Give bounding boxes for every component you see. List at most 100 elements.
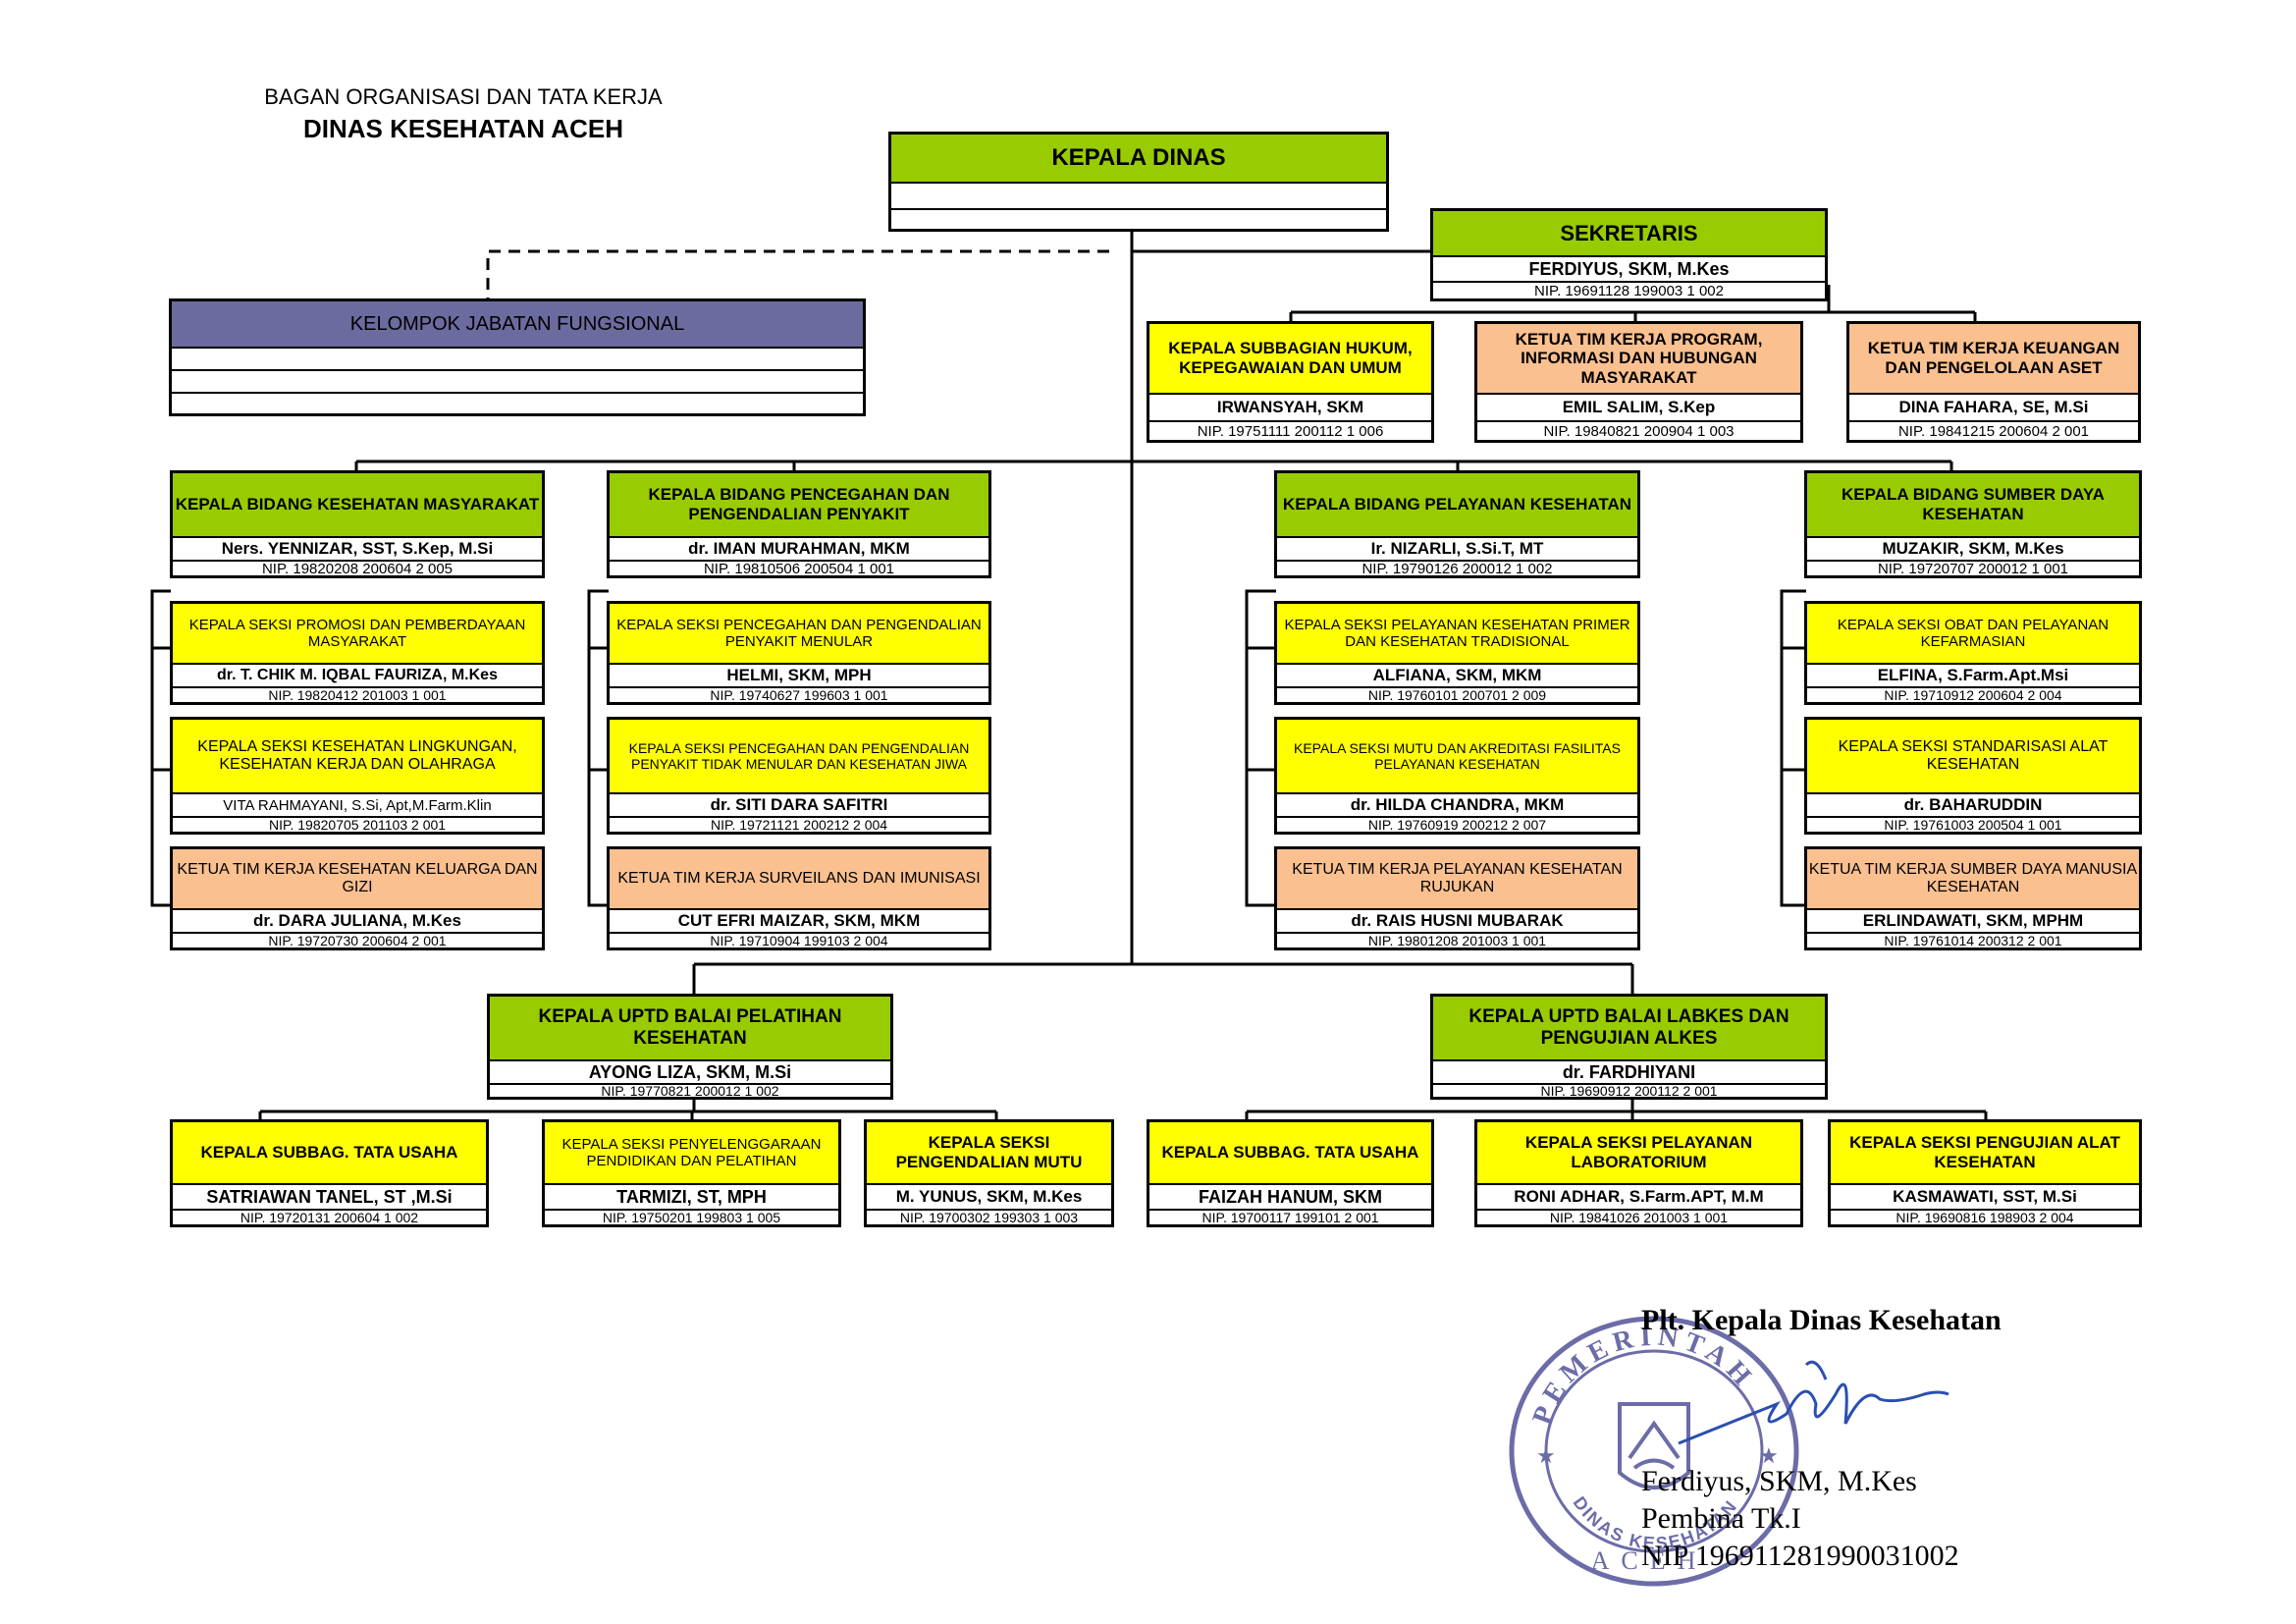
chart-header-line2: DINAS KESEHATAN ACEH — [303, 114, 623, 143]
kepala-dinas-name — [891, 182, 1386, 208]
tim-kesga-box: KETUA TIM KERJA KESEHATAN KELUARGA DAN G… — [170, 846, 545, 950]
uptd1-diklat-name: TARMIZI, ST, MPH — [545, 1183, 838, 1209]
signature-title: Plt. Kepala Dinas Kesehatan — [1641, 1304, 2002, 1336]
jabatan-fungsional-row — [172, 392, 863, 413]
tim-sdmk-box: KETUA TIM KERJA SUMBER DAYA MANUSIA KESE… — [1804, 846, 2142, 950]
jabatan-fungsional-row — [172, 347, 863, 369]
seksi-promkes-name: dr. T. CHIK M. IQBAL FAURIZA, M.Kes — [173, 663, 542, 686]
tim-keuangan-box: KETUA TIM KERJA KEUANGAN DAN PENGELOLAAN… — [1846, 321, 2141, 443]
sekretaris-name: FERDIYUS, SKM, M.Kes — [1433, 255, 1825, 281]
tim-rujukan-name: dr. RAIS HUSNI MUBARAK — [1277, 908, 1637, 932]
jabatan-fungsional-box: KELOMPOK JABATAN FUNGSIONAL — [169, 298, 866, 416]
seksi-p2ptm-box: KEPALA SEKSI PENCEGAHAN DAN PENGENDALIAN… — [607, 717, 991, 835]
bidang-yankes-nip: NIP. 19790126 200012 1 002 — [1277, 560, 1637, 575]
uptd-pelatihan-nip: NIP. 19770821 200012 1 002 — [490, 1083, 890, 1097]
seksi-p2pm-name: HELMI, SKM, MPH — [610, 663, 988, 686]
seksi-mutu-box: KEPALA SEKSI MUTU DAN AKREDITASI FASILIT… — [1274, 717, 1640, 835]
uptd2-uji-name: KASMAWATI, SST, M.Si — [1831, 1183, 2139, 1209]
seksi-alkes-box: KEPALA SEKSI STANDARISASI ALAT KESEHATAN… — [1804, 717, 2142, 835]
tim-rujukan-box: KETUA TIM KERJA PELAYANAN KESEHATAN RUJU… — [1274, 846, 1640, 950]
uptd2-tu-title: KEPALA SUBBAG. TATA USAHA — [1149, 1122, 1431, 1183]
uptd2-lab-box: KEPALA SEKSI PELAYANAN LABORATORIUM RONI… — [1474, 1119, 1803, 1227]
seksi-primer-box: KEPALA SEKSI PELAYANAN KESEHATAN PRIMER … — [1274, 601, 1640, 705]
seksi-promkes-nip: NIP. 19820412 201003 1 001 — [173, 686, 542, 702]
signature-nip: NIP 196911281990031002 — [1641, 1540, 1959, 1572]
tim-program-name: EMIL SALIM, S.Kep — [1477, 393, 1800, 420]
uptd1-mutu-nip: NIP. 19700302 199303 1 003 — [867, 1209, 1111, 1224]
seksi-farmasi-name: ELFINA, S.Farm.Apt.Msi — [1807, 663, 2139, 686]
bidang-sdk-nip: NIP. 19720707 200012 1 001 — [1807, 560, 2139, 575]
seksi-kesling-title: KEPALA SEKSI KESEHATAN LINGKUNGAN, KESEH… — [173, 720, 542, 792]
uptd-labkes-box: KEPALA UPTD BALAI LABKES DAN PENGUJIAN A… — [1430, 994, 1828, 1100]
uptd2-lab-name: RONI ADHAR, S.Farm.APT, M.M — [1477, 1183, 1800, 1209]
uptd2-lab-title: KEPALA SEKSI PELAYANAN LABORATORIUM — [1477, 1122, 1800, 1183]
tim-sdmk-name: ERLINDAWATI, SKM, MPHM — [1807, 908, 2139, 932]
seksi-primer-nip: NIP. 19760101 200701 2 009 — [1277, 686, 1637, 702]
bidang-yankes-name: Ir. NIZARLI, S.Si.T, MT — [1277, 536, 1637, 560]
bidang-p2p-title: KEPALA BIDANG PENCEGAHAN DAN PENGENDALIA… — [610, 473, 988, 536]
stamp-star-left-icon: ★ — [1536, 1443, 1556, 1468]
seksi-alkes-nip: NIP. 19761003 200504 1 001 — [1807, 816, 2139, 832]
tim-kesga-title: KETUA TIM KERJA KESEHATAN KELUARGA DAN G… — [173, 849, 542, 908]
seksi-farmasi-nip: NIP. 19710912 200604 2 004 — [1807, 686, 2139, 702]
tim-keuangan-nip: NIP. 19841215 200604 2 001 — [1849, 420, 2138, 440]
seksi-p2ptm-nip: NIP. 19721121 200212 2 004 — [610, 816, 988, 832]
kepala-dinas-box: KEPALA DINAS — [888, 132, 1389, 232]
uptd2-tu-nip: NIP. 19700117 199101 2 001 — [1149, 1209, 1431, 1224]
tim-rujukan-nip: NIP. 19801208 201003 1 001 — [1277, 932, 1637, 947]
sekretaris-nip: NIP. 19691128 199003 1 002 — [1433, 281, 1825, 298]
stamp-star-right-icon: ★ — [1759, 1443, 1779, 1468]
signature-name: Ferdiyus, SKM, M.Kes — [1641, 1465, 1917, 1497]
seksi-mutu-title: KEPALA SEKSI MUTU DAN AKREDITASI FASILIT… — [1277, 720, 1637, 792]
seksi-p2pm-box: KEPALA SEKSI PENCEGAHAN DAN PENGENDALIAN… — [607, 601, 991, 705]
uptd-pelatihan-title: KEPALA UPTD BALAI PELATIHAN KESEHATAN — [490, 997, 890, 1059]
seksi-promkes-title: KEPALA SEKSI PROMOSI DAN PEMBERDAYAAN MA… — [173, 604, 542, 663]
stamp-bottom-text: ACEH — [1591, 1546, 1708, 1575]
bidang-sdk-title: KEPALA BIDANG SUMBER DAYA KESEHATAN — [1807, 473, 2139, 536]
bidang-kesmas-box: KEPALA BIDANG KESEHATAN MASYARAKAT Ners.… — [170, 470, 545, 578]
seksi-p2ptm-title: KEPALA SEKSI PENCEGAHAN DAN PENGENDALIAN… — [610, 720, 988, 792]
seksi-kesling-name: VITA RAHMAYANI, S.Si, Apt,M.Farm.Klin — [173, 792, 542, 816]
official-stamp: PEMERINTAH DINAS KESEHATAN ACEH ★ ★ — [1509, 1316, 1799, 1587]
uptd1-diklat-box: KEPALA SEKSI PENYELENGGARAAN PENDIDIKAN … — [542, 1119, 841, 1227]
tim-program-nip: NIP. 19840821 200904 1 003 — [1477, 420, 1800, 440]
tim-program-box: KETUA TIM KERJA PROGRAM, INFORMASI DAN H… — [1474, 321, 1803, 443]
uptd1-mutu-title: KEPALA SEKSI PENGENDALIAN MUTU — [867, 1122, 1111, 1183]
tim-kesga-nip: NIP. 19720730 200604 2 001 — [173, 932, 542, 947]
stamp-emblem-icon — [1618, 1402, 1690, 1489]
uptd1-tu-nip: NIP. 19720131 200604 1 002 — [173, 1209, 486, 1224]
uptd1-tu-title: KEPALA SUBBAG. TATA USAHA — [173, 1122, 486, 1183]
uptd-labkes-nip: NIP. 19690912 200112 2 001 — [1433, 1083, 1825, 1097]
uptd2-tu-name: FAIZAH HANUM, SKM — [1149, 1183, 1431, 1209]
seksi-primer-name: ALFIANA, SKM, MKM — [1277, 663, 1637, 686]
uptd1-mutu-name: M. YUNUS, SKM, M.Kes — [867, 1183, 1111, 1209]
seksi-p2pm-title: KEPALA SEKSI PENCEGAHAN DAN PENGENDALIAN… — [610, 604, 988, 663]
seksi-farmasi-title: KEPALA SEKSI OBAT DAN PELAYANAN KEFARMAS… — [1807, 604, 2139, 663]
uptd1-mutu-box: KEPALA SEKSI PENGENDALIAN MUTU M. YUNUS,… — [864, 1119, 1114, 1227]
bidang-kesmas-nip: NIP. 19820208 200604 2 005 — [173, 560, 542, 575]
seksi-farmasi-box: KEPALA SEKSI OBAT DAN PELAYANAN KEFARMAS… — [1804, 601, 2142, 705]
seksi-mutu-name: dr. HILDA CHANDRA, MKM — [1277, 792, 1637, 816]
seksi-p2pm-nip: NIP. 19740627 199603 1 001 — [610, 686, 988, 702]
uptd1-tu-name: SATRIAWAN TANEL, ST ,M.Si — [173, 1183, 486, 1209]
subbag-hukum-box: KEPALA SUBBAGIAN HUKUM, KEPEGAWAIAN DAN … — [1147, 321, 1434, 443]
sekretaris-title: SEKRETARIS — [1433, 211, 1825, 255]
uptd-pelatihan-name: AYONG LIZA, SKM, M.Si — [490, 1059, 890, 1083]
seksi-alkes-title: KEPALA SEKSI STANDARISASI ALAT KESEHATAN — [1807, 720, 2139, 792]
uptd2-uji-title: KEPALA SEKSI PENGUJIAN ALAT KESEHATAN — [1831, 1122, 2139, 1183]
subbag-hukum-name: IRWANSYAH, SKM — [1149, 393, 1431, 420]
chart-header-line1: BAGAN ORGANISASI DAN TATA KERJA — [264, 84, 663, 109]
subbag-hukum-title: KEPALA SUBBAGIAN HUKUM, KEPEGAWAIAN DAN … — [1149, 324, 1431, 393]
tim-sdmk-nip: NIP. 19761014 200312 2 001 — [1807, 932, 2139, 947]
seksi-alkes-name: dr. BAHARUDDIN — [1807, 792, 2139, 816]
bidang-kesmas-title: KEPALA BIDANG KESEHATAN MASYARAKAT — [173, 473, 542, 536]
uptd1-diklat-title: KEPALA SEKSI PENYELENGGARAAN PENDIDIKAN … — [545, 1122, 838, 1183]
bidang-kesmas-name: Ners. YENNIZAR, SST, S.Kep, M.Si — [173, 536, 542, 560]
uptd1-tu-box: KEPALA SUBBAG. TATA USAHA SATRIAWAN TANE… — [170, 1119, 489, 1227]
uptd-pelatihan-box: KEPALA UPTD BALAI PELATIHAN KESEHATAN AY… — [487, 994, 893, 1100]
uptd2-lab-nip: NIP. 19841026 201003 1 001 — [1477, 1209, 1800, 1224]
bidang-p2p-nip: NIP. 19810506 200504 1 001 — [610, 560, 988, 575]
bidang-yankes-box: KEPALA BIDANG PELAYANAN KESEHATAN Ir. NI… — [1274, 470, 1640, 578]
sekretaris-box: SEKRETARIS FERDIYUS, SKM, M.Kes NIP. 196… — [1430, 208, 1828, 301]
tim-surveilans-nip: NIP. 19710904 199103 2 004 — [610, 932, 988, 947]
